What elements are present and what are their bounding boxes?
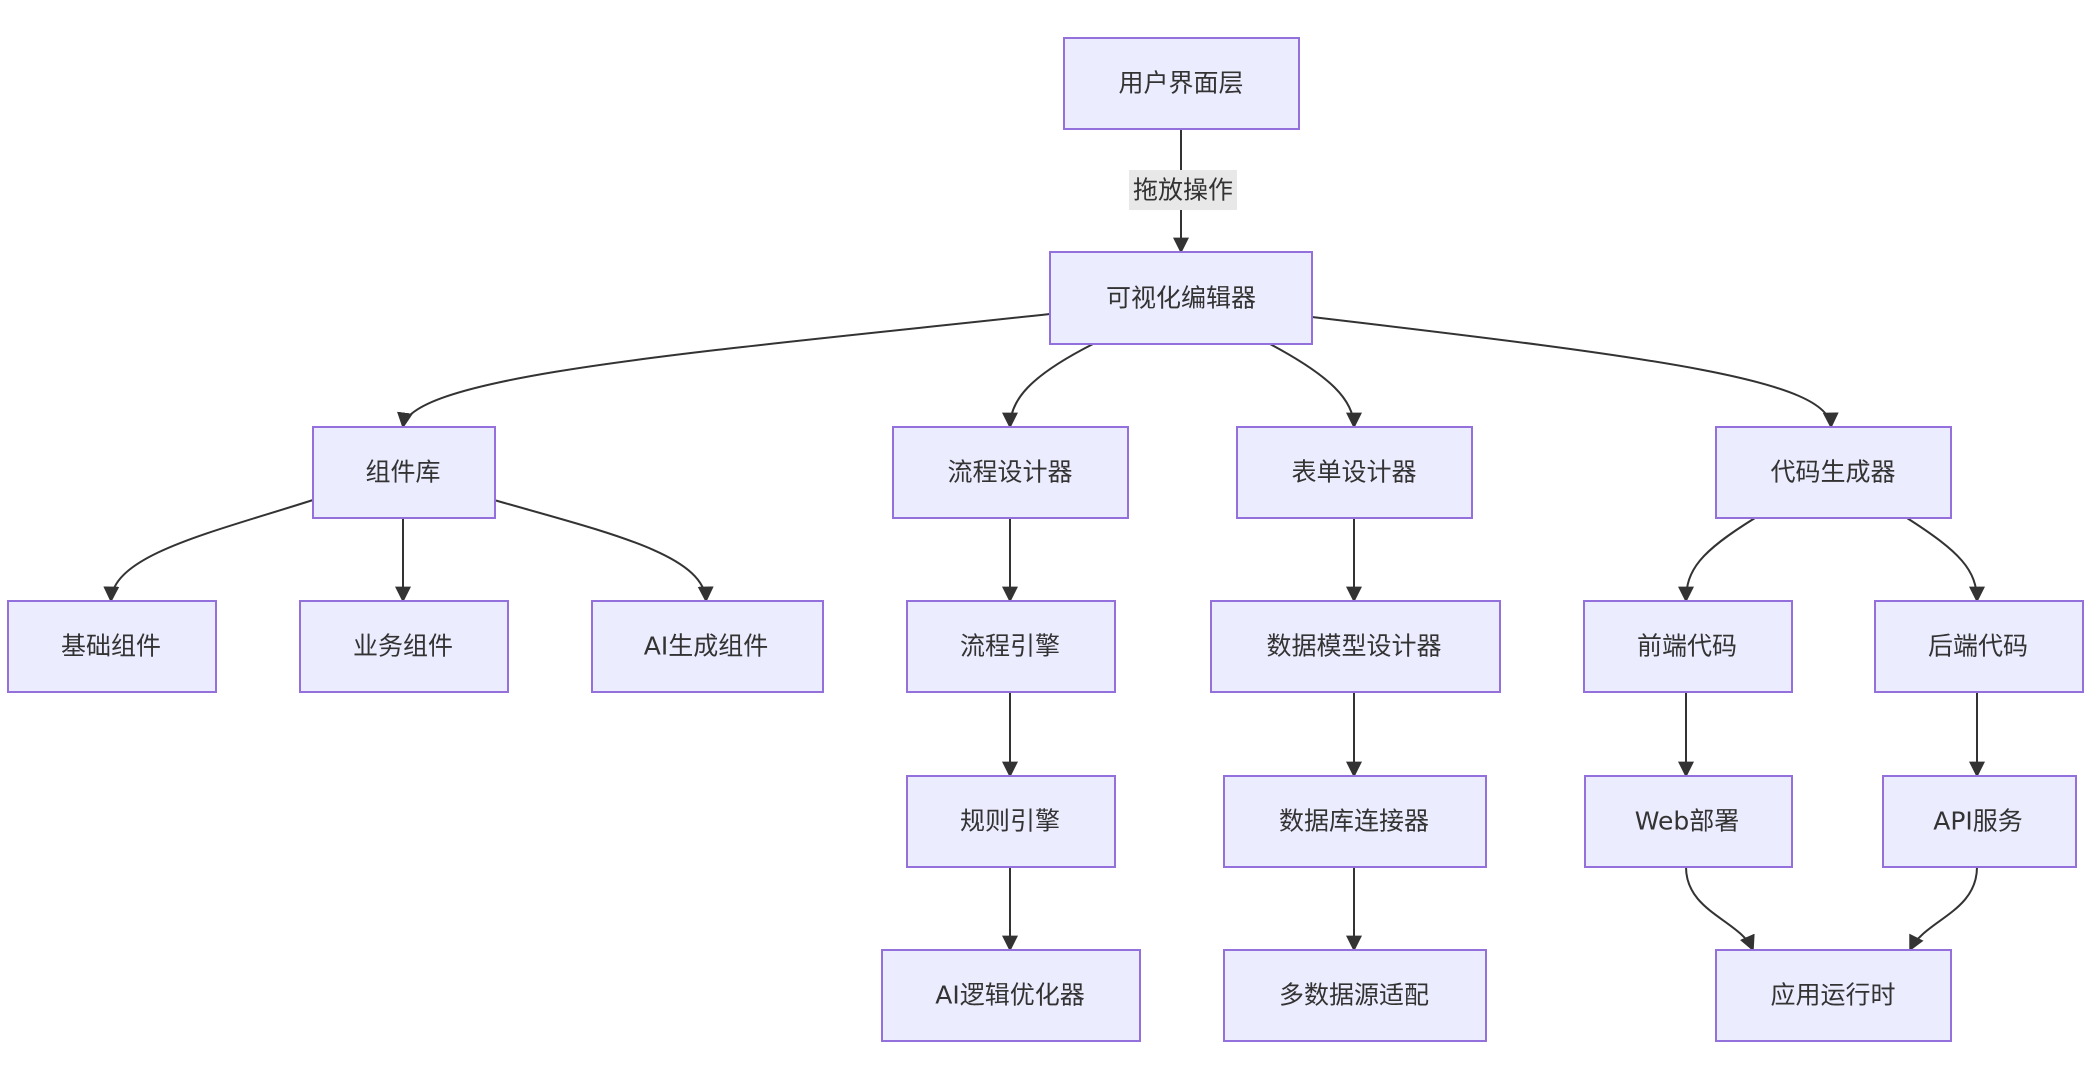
node-db-connector-label: 数据库连接器	[1279, 807, 1429, 836]
edge-component-lib-to-ai	[493, 499, 714, 603]
node-code-generator[interactable]: 代码生成器	[1715, 426, 1952, 519]
edge-component-lib-to-basic	[103, 499, 314, 603]
node-app-runtime-label: 应用运行时	[1770, 981, 1895, 1010]
node-multi-datasource-label: 多数据源适配	[1279, 981, 1429, 1010]
node-multi-datasource[interactable]: 多数据源适配	[1223, 949, 1487, 1042]
edge-code-generator-to-backend	[1906, 517, 1985, 603]
node-api-service[interactable]: API服务	[1882, 775, 2077, 868]
edge-web-deploy-to-runtime	[1685, 866, 1755, 952]
node-ui-layer[interactable]: 用户界面层	[1063, 37, 1300, 130]
node-ai-components[interactable]: AI生成组件	[591, 600, 824, 693]
edge-editor-to-code-generator	[1311, 316, 1839, 429]
edges	[103, 129, 1985, 952]
edge-editor-to-form-designer	[1269, 343, 1362, 429]
node-ai-components-label: AI生成组件	[644, 632, 768, 661]
node-component-lib-label: 组件库	[365, 458, 440, 487]
node-app-runtime[interactable]: 应用运行时	[1715, 949, 1952, 1042]
edge-editor-to-process-designer	[1002, 343, 1094, 429]
nodes: 用户界面层 可视化编辑器 组件库 流程设计器 表单设计器 代码生成器 基础组件	[7, 37, 2084, 1042]
edge-api-service-to-runtime	[1909, 866, 1978, 952]
node-api-service-label: API服务	[1933, 807, 2023, 836]
node-frontend-code-label: 前端代码	[1637, 632, 1737, 661]
node-rule-engine[interactable]: 规则引擎	[906, 775, 1116, 868]
node-form-designer-label: 表单设计器	[1291, 458, 1416, 487]
node-process-designer-label: 流程设计器	[947, 458, 1072, 487]
node-visual-editor[interactable]: 可视化编辑器	[1049, 251, 1313, 345]
node-data-model-designer-label: 数据模型设计器	[1266, 632, 1441, 661]
node-backend-code-label: 后端代码	[1928, 632, 2028, 661]
node-ai-logic-optimizer[interactable]: AI逻辑优化器	[881, 949, 1141, 1042]
node-ui-layer-label: 用户界面层	[1118, 69, 1243, 98]
edge-label-drag-drop-text: 拖放操作	[1133, 176, 1233, 205]
node-basic-components-label: 基础组件	[61, 632, 161, 661]
node-business-components[interactable]: 业务组件	[299, 600, 509, 693]
node-business-components-label: 业务组件	[353, 632, 453, 661]
edge-code-generator-to-frontend	[1678, 517, 1756, 603]
node-visual-editor-label: 可视化编辑器	[1106, 284, 1256, 313]
node-backend-code[interactable]: 后端代码	[1874, 600, 2084, 693]
edge-editor-to-component-lib	[397, 313, 1051, 429]
node-process-designer[interactable]: 流程设计器	[892, 426, 1129, 519]
node-basic-components[interactable]: 基础组件	[7, 600, 217, 693]
node-process-engine[interactable]: 流程引擎	[906, 600, 1116, 693]
node-web-deploy[interactable]: Web部署	[1584, 775, 1793, 868]
edge-label-drag-drop: 拖放操作	[1129, 170, 1237, 210]
node-data-model-designer[interactable]: 数据模型设计器	[1210, 600, 1501, 693]
node-process-engine-label: 流程引擎	[960, 632, 1060, 661]
node-db-connector[interactable]: 数据库连接器	[1223, 775, 1487, 868]
node-ai-logic-optimizer-label: AI逻辑优化器	[935, 981, 1084, 1010]
node-frontend-code[interactable]: 前端代码	[1583, 600, 1793, 693]
node-form-designer[interactable]: 表单设计器	[1236, 426, 1473, 519]
node-web-deploy-label: Web部署	[1635, 807, 1740, 836]
node-code-generator-label: 代码生成器	[1770, 458, 1895, 487]
node-rule-engine-label: 规则引擎	[960, 807, 1060, 836]
node-component-lib[interactable]: 组件库	[312, 426, 496, 519]
